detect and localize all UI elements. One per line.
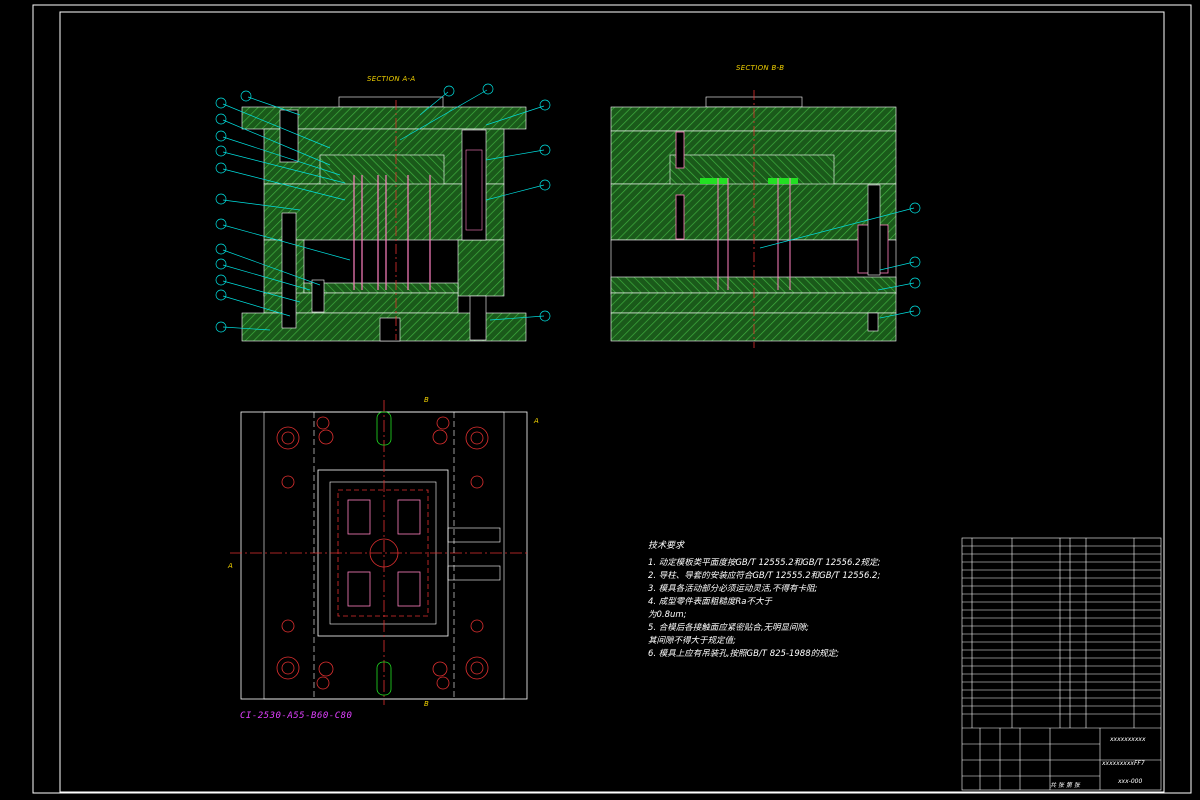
note-line: 1. 动定模板类平面度按GB/T 12555.2和GB/T 12556.2规定; (648, 558, 881, 568)
cut-label-a-right: A (534, 417, 539, 425)
notes-title: 技术要求 (648, 541, 685, 551)
note-line: 4. 成型零件表面粗糙度Ra不大于 (648, 597, 772, 607)
note-line: 3. 模具各活动部分必须运动灵活,不得有卡阻; (648, 584, 818, 594)
note-line: 2. 导柱、导套的安装应符合GB/T 12555.2和GB/T 12556.2; (648, 571, 881, 581)
plan-view (230, 400, 530, 705)
title-block (961, 537, 1162, 791)
inner-frame (59, 11, 1165, 793)
technical-notes: 技术要求 1. 动定模板类平面度按GB/T 12555.2和GB/T 12556… (648, 540, 948, 661)
note-line: 6. 模具上应有吊装孔,按照GB/T 825-1988的规定; (648, 649, 839, 659)
cut-label-b-bottom: B (424, 700, 429, 708)
cut-label-b-top: B (424, 396, 429, 404)
title-block-scale: xxxxxxxxxFF7 (1102, 760, 1145, 767)
note-line: 为0.8um; (648, 610, 687, 620)
title-block-sheet: 共 张 第 张 (1050, 782, 1080, 789)
section-a-title: SECTION A-A (367, 75, 416, 83)
drawing-code: CI-2530-A55-B60-C80 (240, 711, 353, 721)
section-a-a-view (241, 96, 527, 342)
note-line: 其间隙不得大于规定值; (648, 636, 736, 646)
title-block-drawing-no: xxxxxxxxxx (1110, 736, 1146, 743)
outer-frame (32, 4, 1192, 794)
title-block-code: xxx-000 (1118, 778, 1143, 785)
section-b-b-view (610, 90, 897, 348)
section-b-title: SECTION B-B (736, 64, 785, 72)
note-line: 5. 合模后各接触面应紧密贴合,无明显间隙; (648, 623, 809, 633)
cut-label-a-left: A (228, 562, 233, 570)
callout-leaders (215, 83, 921, 333)
